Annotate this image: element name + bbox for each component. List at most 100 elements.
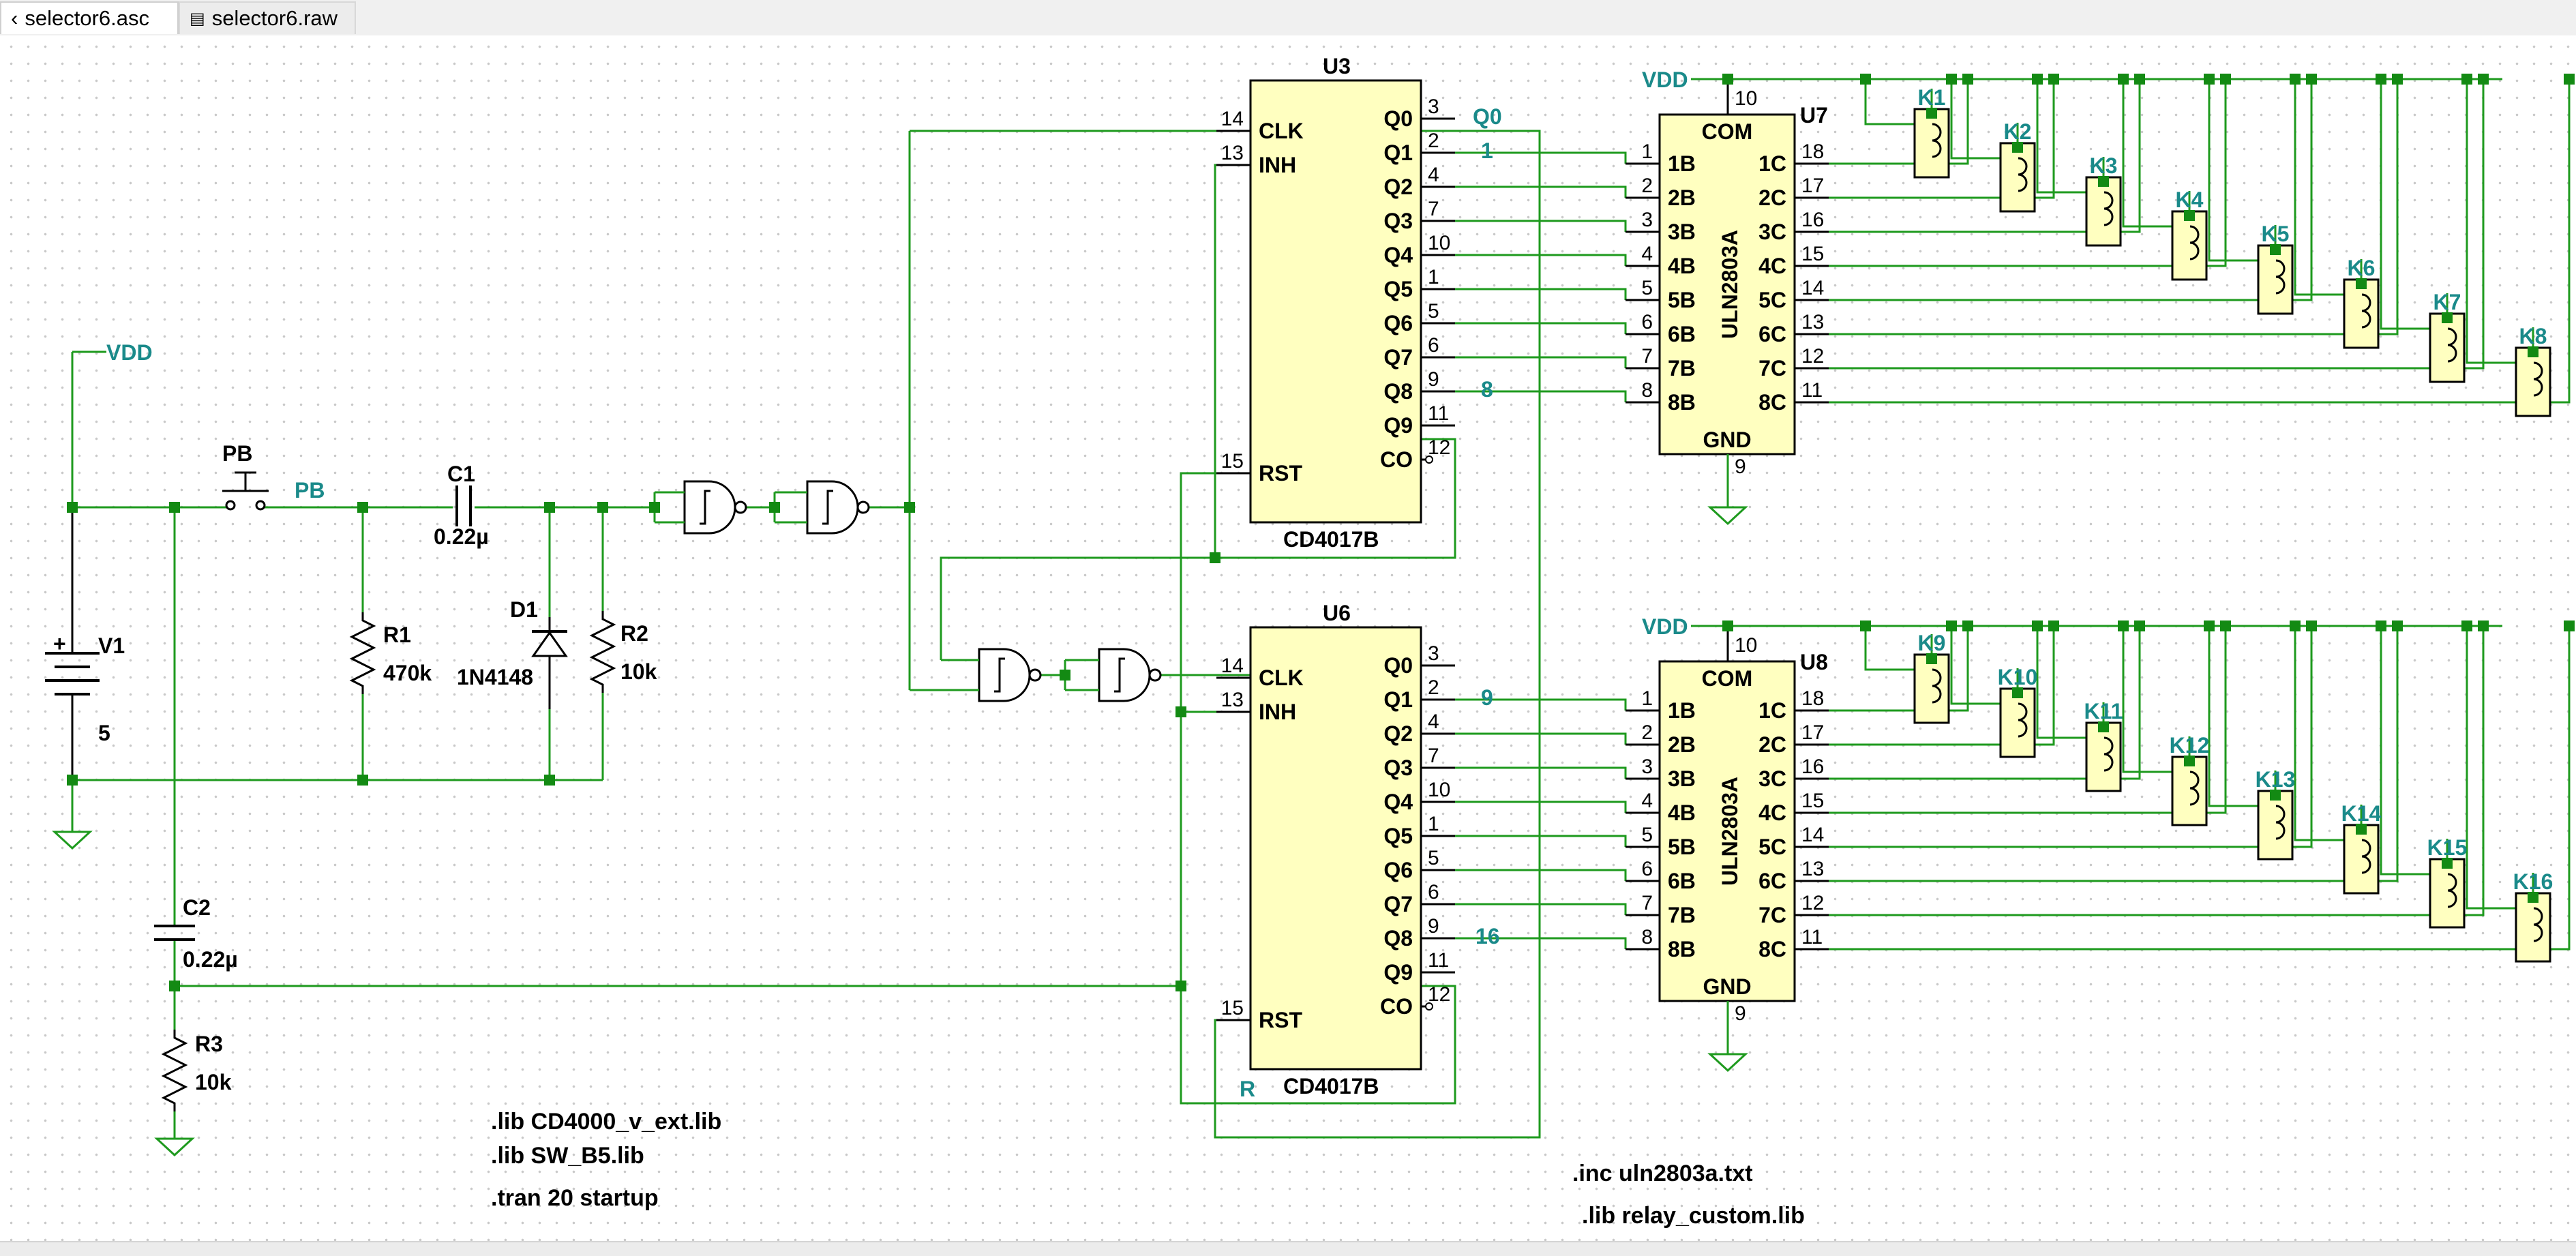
wire[interactable]	[1455, 766, 1627, 779]
wire[interactable]	[1455, 185, 1627, 198]
wire[interactable]	[1829, 79, 2055, 199]
wire[interactable]	[1829, 626, 2571, 951]
capacitor-c1[interactable]: C1 0.22µ	[434, 462, 489, 549]
wire[interactable]	[1829, 79, 2399, 335]
schmitt-nand-gate-1[interactable]	[655, 480, 747, 535]
wire[interactable]	[1864, 79, 1915, 125]
wire[interactable]	[1950, 626, 2001, 705]
wire[interactable]	[2208, 79, 2258, 262]
wire[interactable]	[2294, 79, 2344, 296]
relay-k5[interactable]: K5	[2257, 222, 2294, 315]
relay-k16[interactable]: K16	[2513, 869, 2553, 963]
wire[interactable]	[1829, 79, 1969, 165]
wire[interactable]	[1829, 626, 2227, 814]
wire[interactable]	[1829, 79, 2485, 370]
pin-name: Q1	[1383, 687, 1413, 712]
spice-directive[interactable]: .lib relay_custom.lib	[1582, 1203, 1805, 1229]
wire[interactable]	[2036, 79, 2086, 194]
relay-k15[interactable]: K15	[2427, 835, 2468, 929]
wire[interactable]	[1455, 869, 1627, 881]
relay-k4[interactable]: K4	[2171, 188, 2208, 281]
wire[interactable]	[1455, 937, 1627, 949]
resistor-r3[interactable]: R3 10k	[161, 1030, 232, 1111]
relay-k9[interactable]: K9	[1913, 631, 1950, 724]
wire[interactable]	[1829, 626, 2485, 916]
relay-k11[interactable]: K11	[2084, 699, 2123, 792]
relay-k12[interactable]: K12	[2170, 733, 2210, 826]
wire[interactable]	[2208, 626, 2258, 807]
schmitt-nand-gate-3[interactable]	[910, 648, 1042, 702]
schmitt-nand-gate-4[interactable]	[1065, 648, 1162, 702]
wire[interactable]	[1829, 79, 2571, 404]
driver-ic-u8[interactable]: U8	[1626, 627, 1829, 1054]
diode-d1[interactable]: D1 1N4148	[457, 597, 568, 709]
resistor-r2[interactable]: R2 10k	[589, 611, 657, 693]
wire[interactable]	[1829, 626, 2313, 848]
wire[interactable]	[1829, 626, 2055, 746]
junction-dot	[2392, 620, 2403, 631]
resistor-r1[interactable]: R1 470k	[349, 612, 432, 694]
wire[interactable]	[1214, 164, 1250, 558]
spice-directive[interactable]: .lib CD4000_v_ext.lib	[491, 1109, 721, 1135]
ic-ref: U3	[1323, 54, 1351, 78]
schematic-drawing[interactable]: + V1 5 PB C1 0.22µ R1 470k	[0, 35, 2576, 1241]
relay-k1[interactable]: K1	[1913, 85, 1950, 179]
wire[interactable]	[1950, 79, 2001, 160]
wire[interactable]	[1455, 220, 1627, 232]
pin-name: 2C	[1758, 185, 1786, 210]
relay-label: K7	[2433, 290, 2461, 314]
wire[interactable]	[1180, 472, 1456, 1105]
relay-k10[interactable]: K10	[1998, 665, 2038, 758]
relay-k3[interactable]: K3	[2085, 153, 2122, 247]
battery-v1[interactable]: + V1 5	[45, 507, 125, 780]
wire[interactable]	[1455, 390, 1627, 402]
wire[interactable]	[1455, 835, 1627, 847]
pushbutton-pb[interactable]: PB	[222, 441, 269, 511]
schematic-canvas[interactable]: + V1 5 PB C1 0.22µ R1 470k	[0, 35, 2576, 1241]
wire[interactable]	[1455, 801, 1627, 813]
relay-k13[interactable]: K13	[2256, 767, 2296, 861]
wire[interactable]	[1829, 626, 2399, 882]
wire[interactable]	[1829, 79, 2313, 301]
relay-k14[interactable]: K14	[2341, 801, 2382, 895]
wire[interactable]	[2466, 626, 2516, 910]
wire[interactable]	[940, 438, 1456, 660]
driver-ic-u7[interactable]: U7	[1626, 80, 1829, 507]
wire[interactable]	[1829, 79, 2141, 233]
pin-number: 1	[1428, 813, 1439, 835]
wire[interactable]	[1455, 903, 1627, 915]
tab-selector6-raw[interactable]: ▤ selector6.raw	[179, 1, 356, 34]
spice-directive[interactable]: .tran 20 startup	[491, 1185, 659, 1211]
tab-selector6-asc[interactable]: ‹ selector6.asc	[0, 1, 179, 34]
wire[interactable]	[1455, 732, 1627, 745]
relay-k7[interactable]: K7	[2429, 290, 2466, 383]
capacitor-c2[interactable]: C2 0.22µ	[154, 895, 238, 972]
wire[interactable]	[2466, 79, 2516, 364]
schmitt-nand-gate-2[interactable]	[775, 480, 870, 535]
relay-k2[interactable]: K2	[1999, 119, 2036, 213]
wire[interactable]	[1455, 254, 1627, 266]
wire[interactable]	[2122, 79, 2172, 228]
counter-ic-u6[interactable]: U6 CD4017B	[1216, 601, 1455, 1098]
wire[interactable]	[1829, 626, 2141, 780]
wire[interactable]	[1829, 626, 1969, 712]
wire[interactable]	[1455, 698, 1627, 711]
spice-directive[interactable]: .lib SW_B5.lib	[491, 1143, 644, 1169]
pin-number: 15	[1801, 243, 1824, 265]
wire[interactable]	[2294, 626, 2344, 841]
spice-directive[interactable]: .inc uln2803a.txt	[1572, 1161, 1753, 1186]
wire[interactable]	[1455, 288, 1627, 300]
relay-k8[interactable]: K8	[2515, 324, 2551, 417]
wire[interactable]	[1864, 626, 1915, 671]
wire[interactable]	[1455, 322, 1627, 334]
counter-ic-u3[interactable]: U3 CD4017B	[1216, 54, 1455, 552]
wire[interactable]	[2122, 626, 2172, 773]
relay-k6[interactable]: K6	[2343, 256, 2380, 349]
wire[interactable]	[2380, 79, 2430, 330]
components[interactable]: + V1 5 PB C1 0.22µ R1 470k	[45, 54, 2553, 1229]
wire[interactable]	[1455, 356, 1627, 368]
wire[interactable]	[1455, 151, 1627, 164]
wire[interactable]	[2036, 626, 2086, 739]
wire[interactable]	[1829, 79, 2227, 267]
wire[interactable]	[2380, 626, 2430, 876]
